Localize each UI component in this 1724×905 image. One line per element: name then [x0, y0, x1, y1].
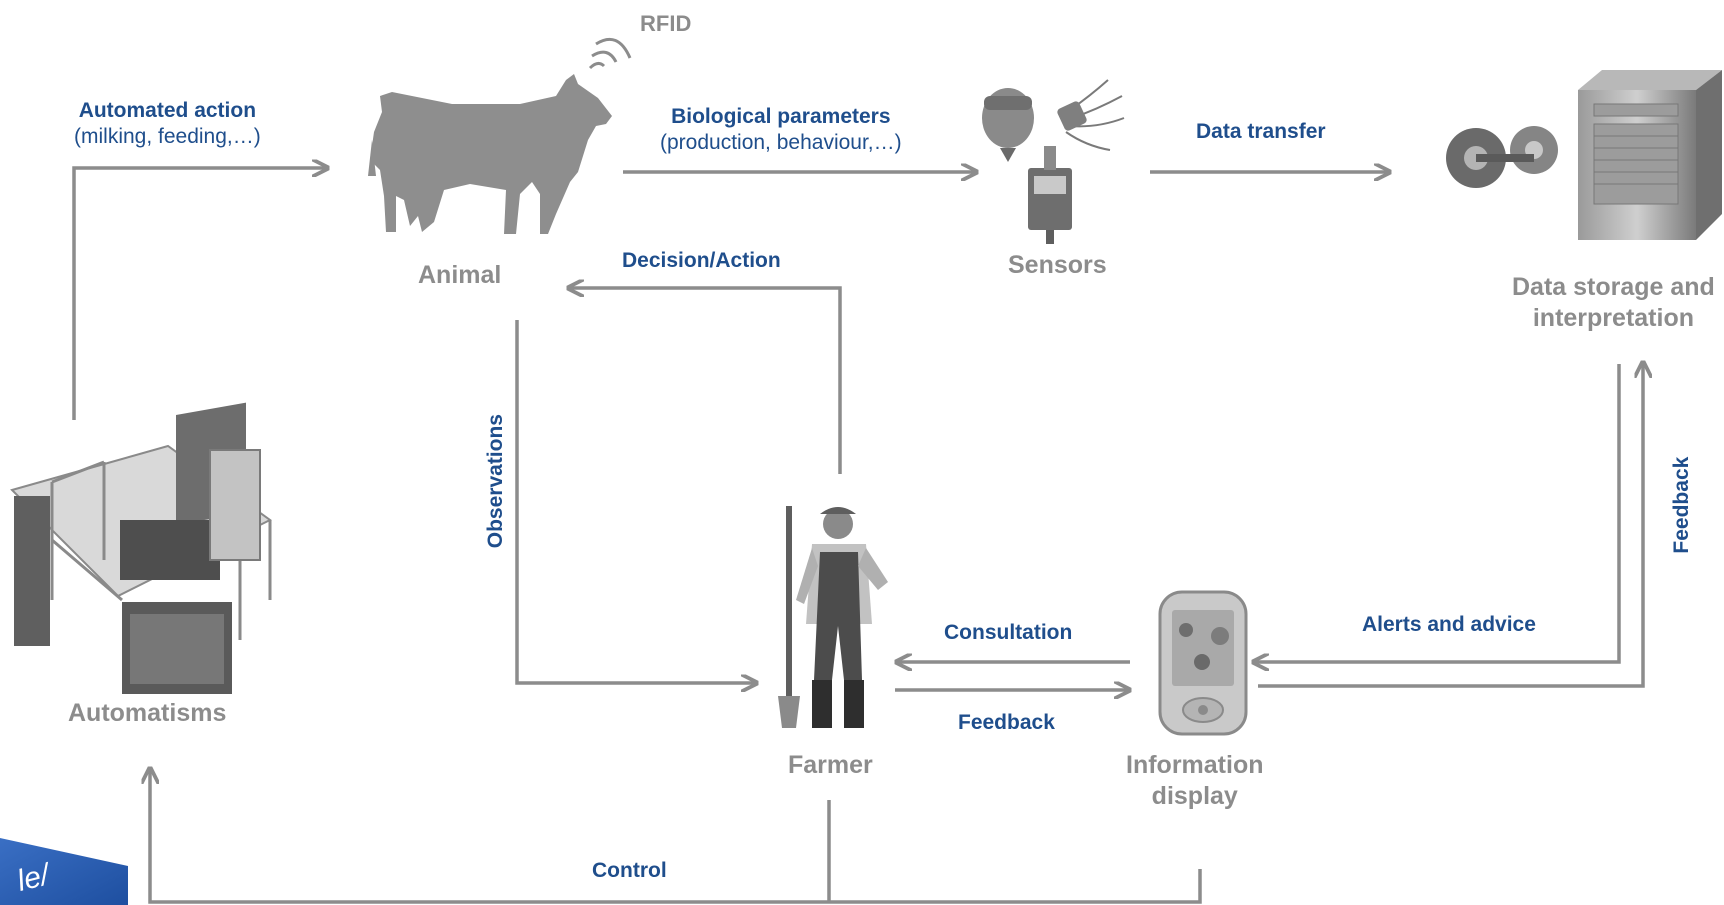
biological-parameters-detail: (production, behaviour,…): [660, 131, 902, 155]
label-consultation: Consultation: [944, 621, 1073, 644]
label-display-line2: display: [1151, 782, 1238, 811]
arrow-decision-action: [570, 288, 842, 474]
label-rfid: RFID: [640, 11, 692, 36]
server-gears-icon: [1446, 70, 1722, 240]
label-data-storage-line1: Data storage and: [1512, 273, 1715, 301]
arrow-control: [150, 770, 1202, 904]
label-automated-action: Automated action (milking, feeding,…): [74, 98, 261, 151]
label-biological-parameters: Biological parameters (production, behav…: [660, 104, 902, 157]
label-observations: Observations: [483, 414, 507, 549]
rfid-signal-icon: [588, 37, 632, 70]
handheld-device-icon: [1158, 590, 1248, 736]
arrow-observations: [515, 320, 755, 683]
label-control: Control: [592, 859, 667, 882]
automated-action-detail: (milking, feeding,…): [74, 125, 261, 149]
label-farmer: Farmer: [788, 751, 873, 779]
label-automatisms: Automatisms: [68, 699, 227, 727]
label-display-line1: Information: [1126, 751, 1264, 779]
farmer-icon: [778, 506, 888, 728]
sensors-icon: [982, 79, 1125, 244]
label-data-storage-line2: interpretation: [1532, 304, 1694, 333]
label-feedback-storage: Feedback: [1669, 456, 1693, 554]
label-sensors: Sensors: [1008, 251, 1107, 279]
label-data-transfer: Data transfer: [1196, 120, 1326, 143]
label-alerts-advice: Alerts and advice: [1362, 613, 1536, 636]
corner-band-decoration: le/: [0, 838, 128, 905]
milking-robot-icon: [10, 402, 272, 694]
label-feedback-farmer: Feedback: [958, 711, 1055, 734]
arrow-alerts-advice: [1255, 364, 1621, 662]
label-decision-action: Decision/Action: [622, 249, 781, 272]
arrow-feedback-storage: [1258, 364, 1643, 688]
cow-icon: [368, 74, 612, 234]
label-animal: Animal: [418, 261, 502, 289]
label-information-display: Information display: [1126, 750, 1264, 813]
arrow-automated-action: [72, 168, 326, 420]
label-data-storage: Data storage and interpretation: [1512, 272, 1715, 335]
biological-parameters-title: Biological parameters: [671, 105, 891, 128]
automated-action-title: Automated action: [78, 99, 257, 122]
